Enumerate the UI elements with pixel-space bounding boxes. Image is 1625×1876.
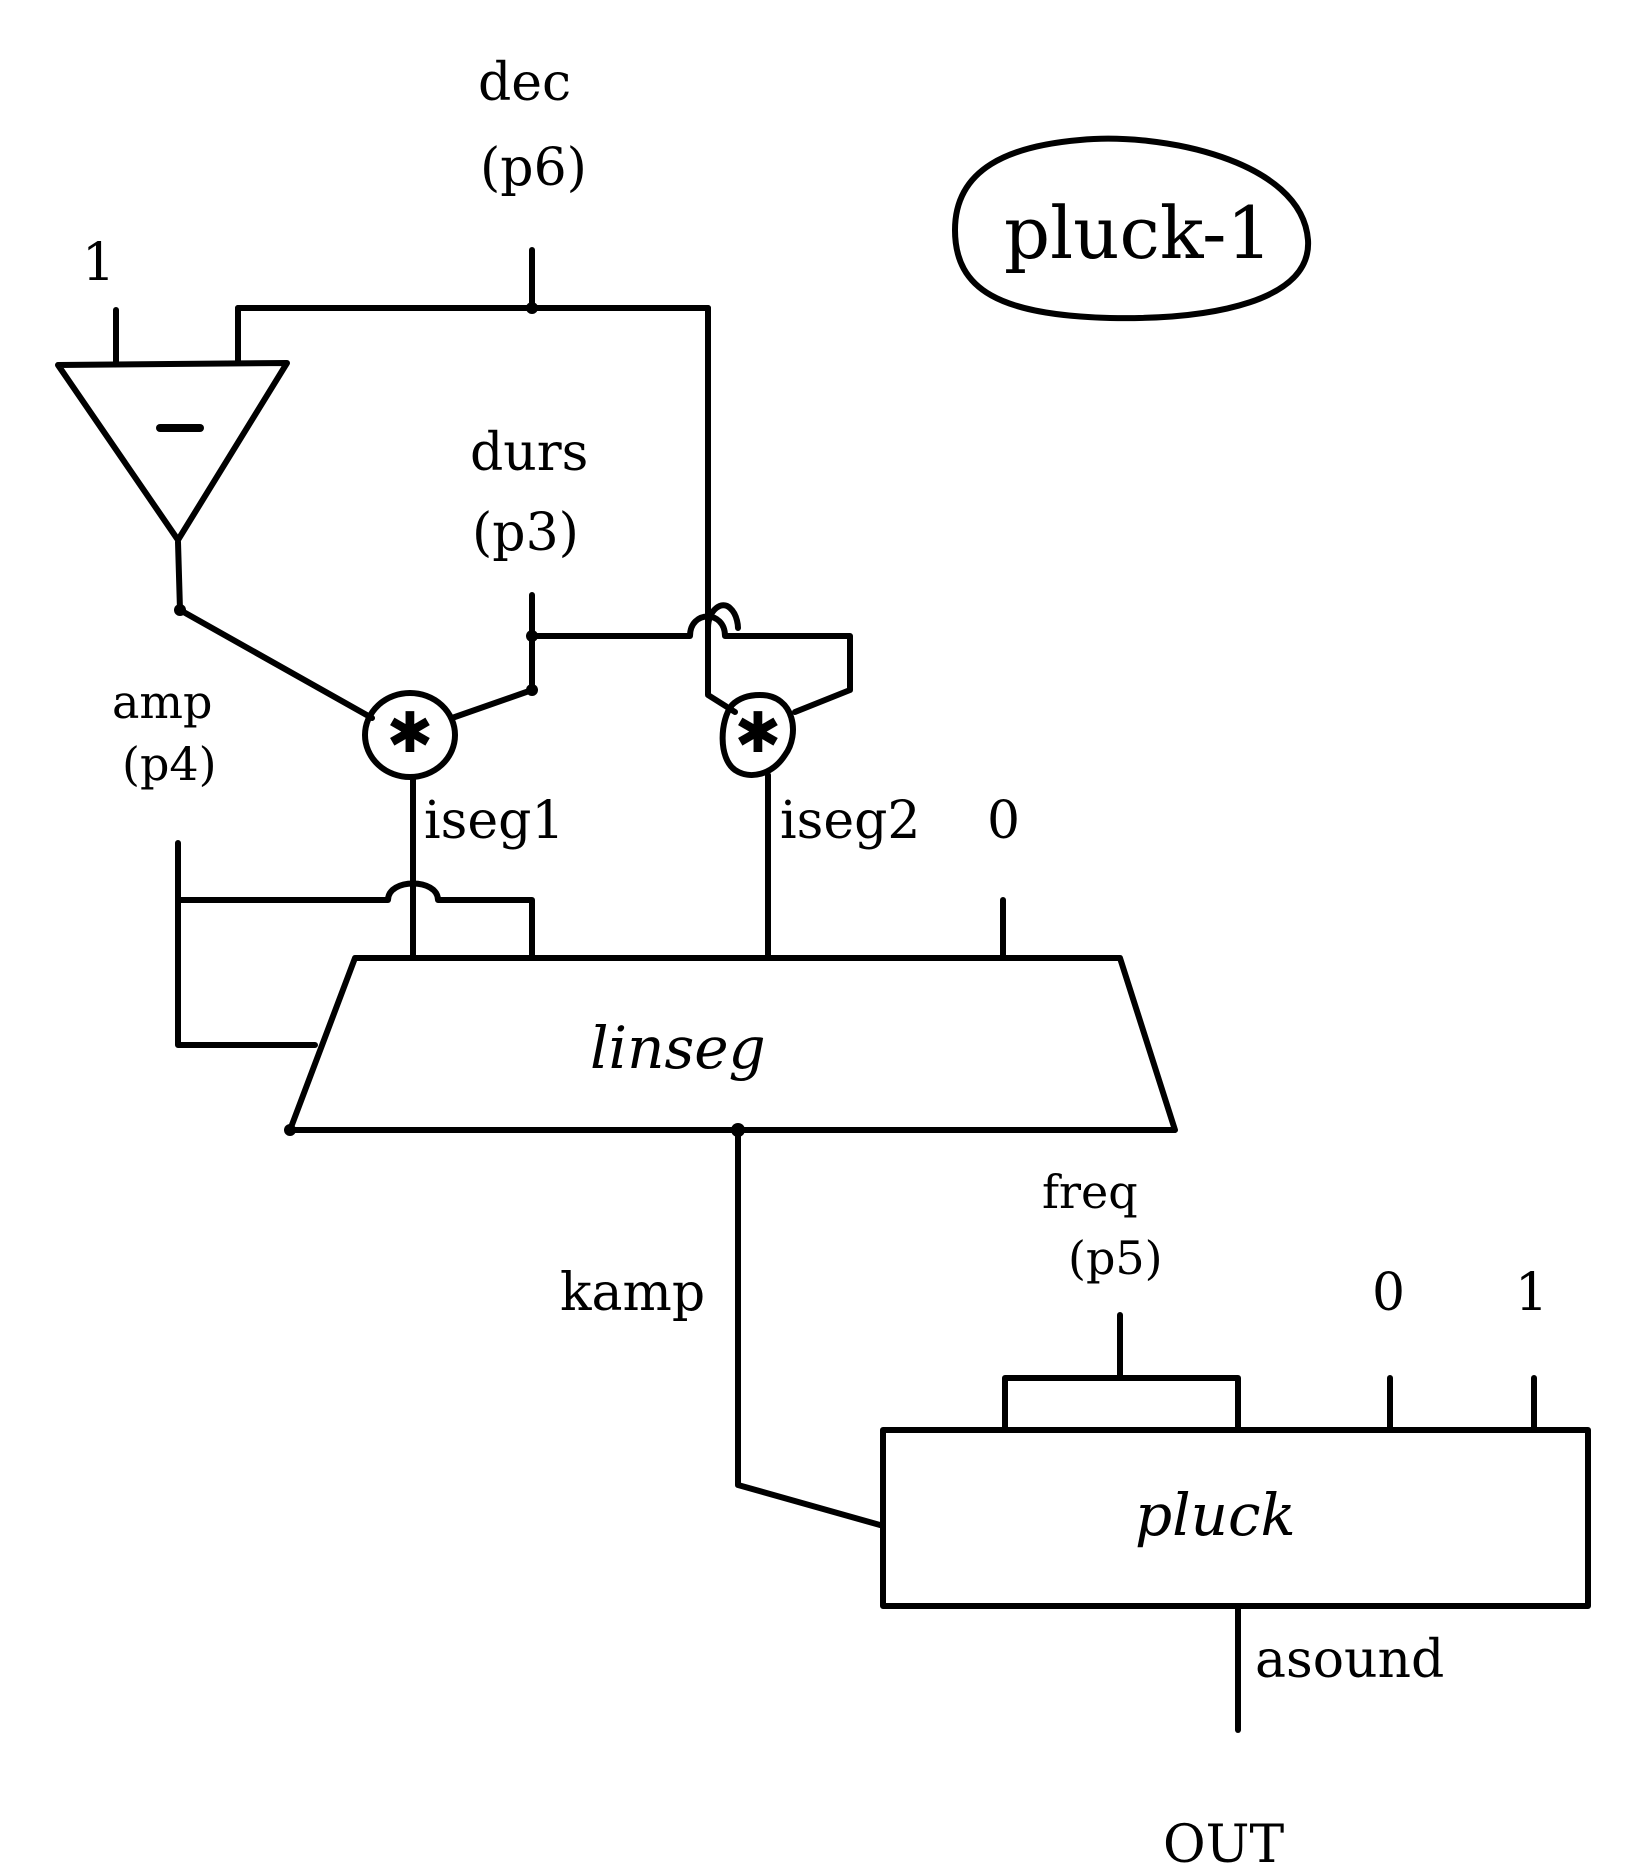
title-text: pluck-1 [1004,191,1272,275]
amp-param-label: (p4) [122,737,217,791]
durs-param-label: (p3) [472,503,579,563]
multiply-2-circle [719,692,796,778]
dec-to-multiply-2-lower [705,625,738,715]
multiply-2-symbol: ✱ [735,701,782,766]
kamp-label: kamp [560,1263,705,1323]
title-badge: pluck-1 [952,135,1312,322]
junctions [174,302,745,1137]
dec-to-multiply-2 [705,305,741,631]
amp-label: amp [112,675,213,729]
pluck-module: pluck [880,1427,1591,1609]
dec-label: dec [478,53,571,113]
junction-dec-bus [526,302,538,314]
pluck-zero-label: 0 [1372,1263,1405,1323]
one-constant-label: 1 [82,233,115,293]
pluck-one-label: 1 [1515,1263,1548,1323]
junction-linseg-left [284,1124,296,1136]
junction-kamp [731,1123,745,1137]
subtract-triangle [55,360,290,543]
subtract-node [55,360,290,543]
wires [113,247,1537,1733]
iseg1-label: iseg1 [424,791,564,851]
durs-wire [449,592,535,721]
out-label: OUT [1163,1815,1284,1875]
title-outline [952,135,1312,322]
iseg2-label: iseg2 [780,791,920,851]
freq-label: freq [1042,1165,1138,1219]
linseg-box [287,955,1178,1133]
durs-label: durs [470,423,588,483]
amp-branch-wire [175,880,535,961]
multiply-1-circle [362,690,458,780]
linseg-zero-label: 0 [987,791,1020,851]
durs-branch-wire [529,613,853,715]
linseg-module: linseg [287,955,1178,1133]
dec-param-label: (p6) [480,138,587,198]
freq-param-label: (p5) [1068,1231,1163,1285]
pluck-label: pluck [1135,1481,1296,1549]
amp-wire [175,840,318,1048]
kamp-wire [735,1127,883,1528]
junction-durs [526,630,538,642]
multiply-node-1: ✱ [362,690,458,780]
junction-durs-mul1 [526,684,538,696]
multiply-1-symbol: ✱ [387,701,434,766]
linseg-label: linseg [590,1014,766,1082]
asound-label: asound [1255,1630,1444,1690]
junction-subtract-out [174,604,186,616]
freq-fork-wire [1002,1375,1241,1433]
multiply-node-2: ✱ [719,692,796,778]
